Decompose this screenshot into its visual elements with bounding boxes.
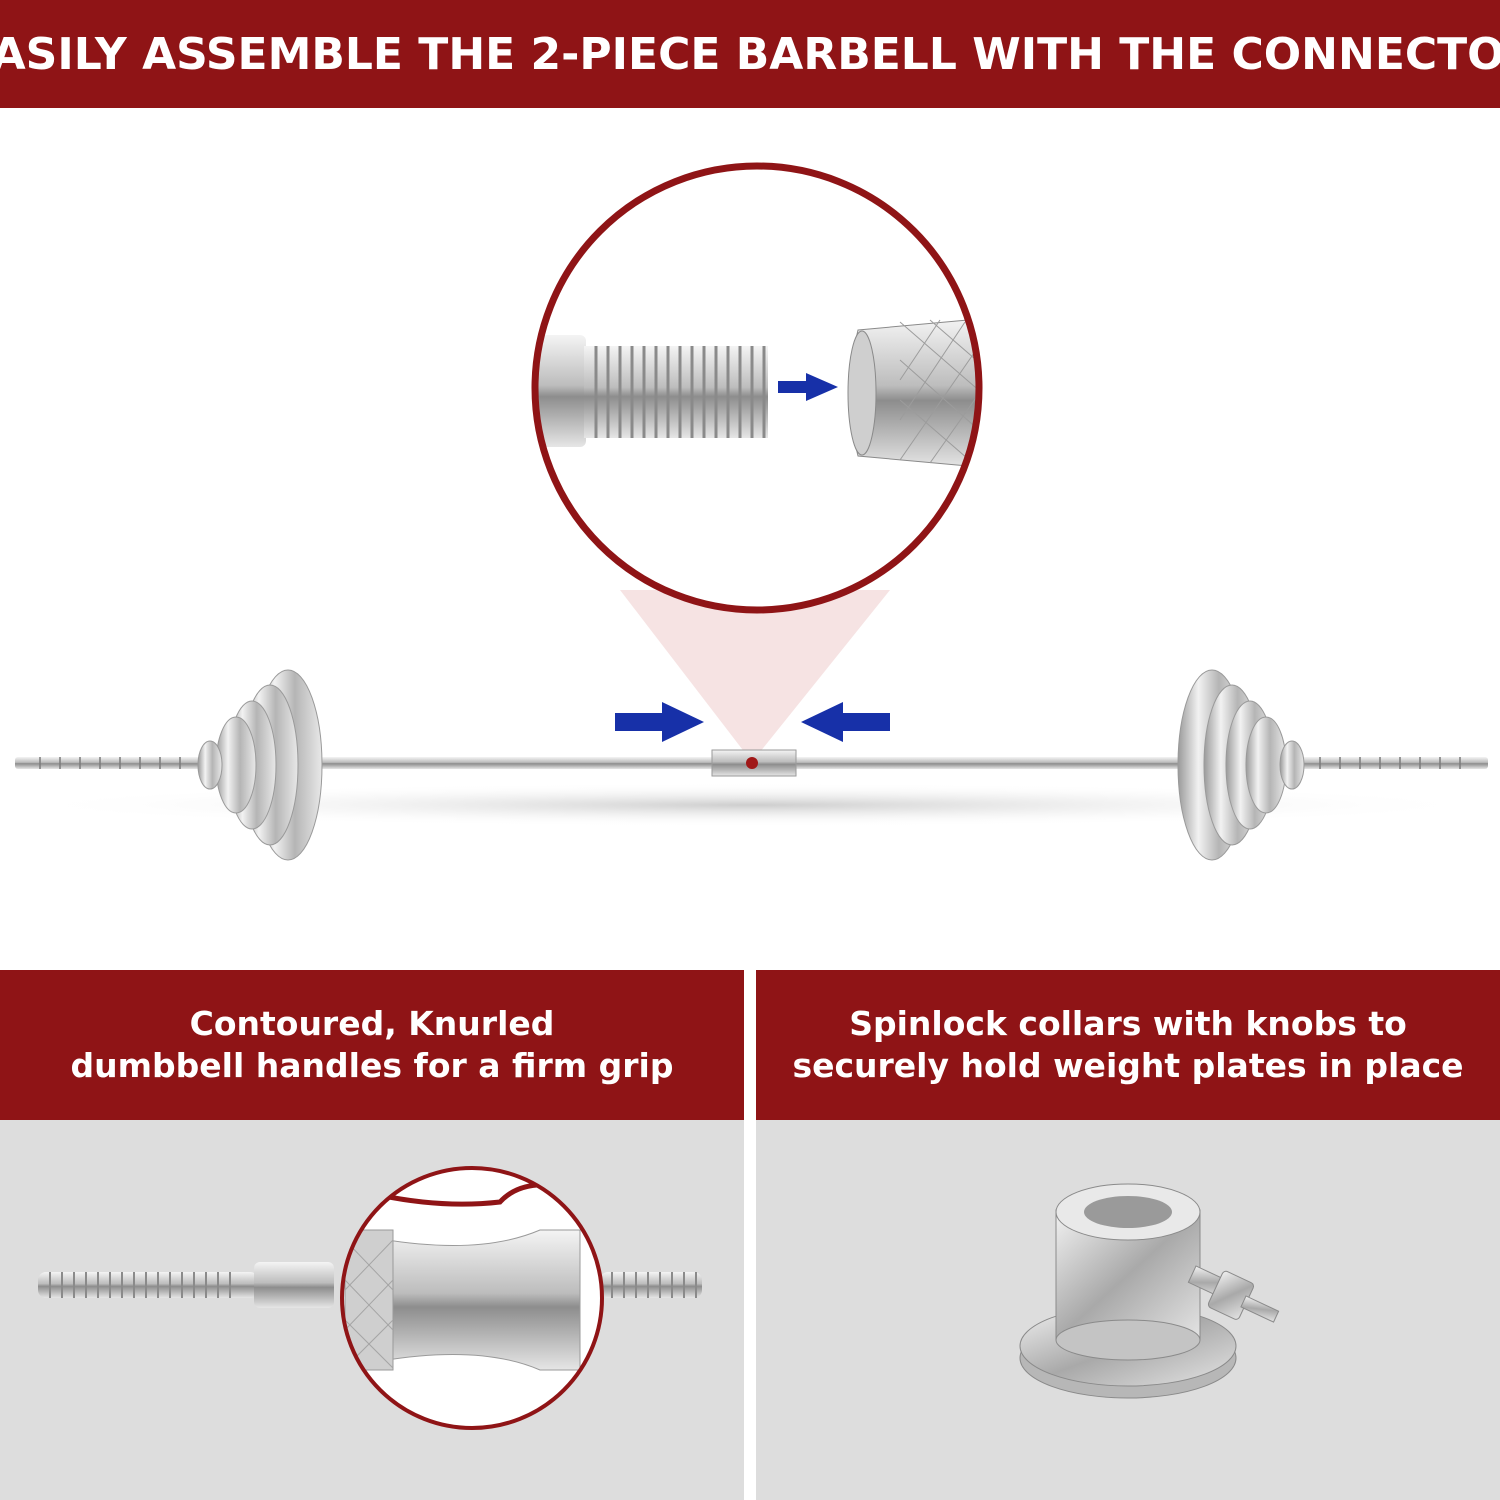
feature-panel-handles: Contoured, Knurled dumbbell handles for … — [0, 970, 744, 1500]
feature-banner: Spinlock collars with knobs to securely … — [756, 970, 1500, 1120]
dumbbell-handle-image — [38, 1166, 702, 1430]
left-plates — [197, 669, 323, 861]
spinlock-collar-image — [1019, 1183, 1280, 1399]
panel-divider — [744, 970, 756, 1500]
feature-caption-line: securely hold weight plates in place — [792, 1046, 1464, 1085]
feature-banner: Contoured, Knurled dumbbell handles for … — [0, 970, 744, 1120]
feature-caption: Spinlock collars with knobs to securely … — [792, 1003, 1463, 1087]
page-title: EASILY ASSEMBLE THE 2-PIECE BARBELL WITH… — [0, 28, 1500, 80]
feature-image-area — [756, 1120, 1500, 1500]
barbell-image — [12, 162, 1492, 861]
right-plates — [1177, 669, 1305, 861]
feature-caption-line: dumbbell handles for a firm grip — [70, 1046, 674, 1085]
feature-panel-collars: Spinlock collars with knobs to securely … — [756, 970, 1500, 1500]
arrow-right-icon — [615, 702, 704, 742]
feature-caption: Contoured, Knurled dumbbell handles for … — [71, 1003, 674, 1087]
feature-caption-line: Contoured, Knurled — [189, 1004, 555, 1043]
feature-caption-line: Spinlock collars with knobs to — [849, 1004, 1407, 1043]
feature-image-area — [0, 1120, 744, 1500]
header-banner: EASILY ASSEMBLE THE 2-PIECE BARBELL WITH… — [0, 0, 1500, 108]
connector-zoom-image — [531, 162, 983, 614]
arrow-right-icon — [778, 373, 838, 401]
arrow-left-icon — [801, 702, 890, 742]
barbell-hero — [0, 108, 1500, 970]
